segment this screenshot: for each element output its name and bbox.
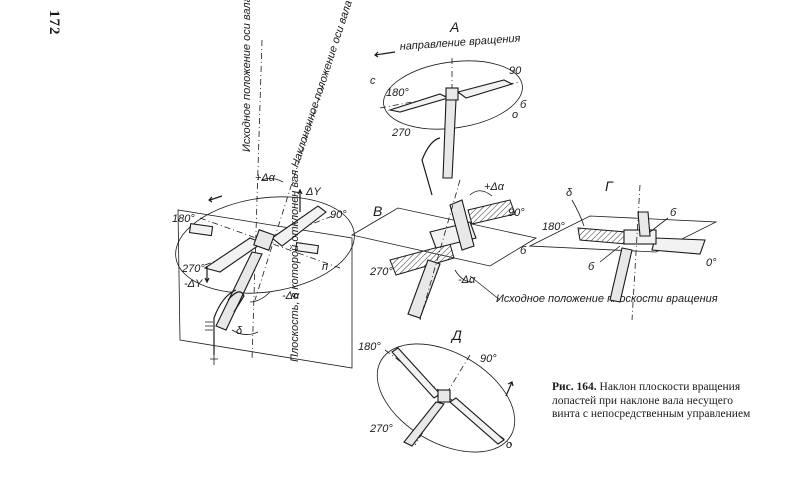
plus-da-arc (261, 178, 284, 183)
view-g (528, 184, 718, 321)
shaft-original-label: Исходное положение оси вала (241, 0, 253, 152)
view-v-upper-shaft (449, 199, 475, 251)
view-a-rotation-arrow (374, 51, 396, 58)
view-g-upper-shaft (637, 211, 651, 237)
ground-hatching (205, 321, 213, 331)
view-a-90: 90 (509, 65, 522, 77)
view-g-180: 180° (542, 221, 565, 233)
minus-da-arc (249, 291, 271, 303)
view-v-90: 90° (508, 207, 525, 219)
rotor-shaft (215, 251, 263, 331)
deg-270: 270° (181, 263, 205, 275)
caption-label: Рис. 164. (552, 381, 597, 393)
view-g-lower-shaft (609, 247, 633, 303)
view-d-rotation-arrow (505, 381, 514, 397)
view-v-leader (469, 275, 501, 301)
view-a-rotation-label: направление вращения (399, 33, 521, 53)
view-v-letter: В (373, 203, 382, 219)
blade-right (271, 205, 327, 247)
view-a-letter: А (449, 19, 459, 35)
view-a-disc (383, 60, 523, 130)
shaft-axis-original (251, 39, 263, 361)
view-a-shaft (442, 99, 457, 179)
minus-delta-y-arrow (204, 266, 210, 284)
view-v-arc-bottom (454, 269, 473, 283)
view-a-hub (445, 87, 459, 101)
view-a-linkage (421, 137, 441, 196)
view-d-hub (437, 389, 451, 403)
view-g-delta: δ (566, 187, 573, 199)
view-g-leader-1 (649, 217, 669, 233)
view-v-270: 270° (369, 266, 393, 278)
view-g-0: 0° (706, 257, 717, 269)
view-v-blade-left (389, 243, 455, 276)
view-v-axis (419, 179, 461, 321)
shaft-tilted-label: Наклоненное положение оси вала (289, 0, 354, 169)
shaft-axis-tilted (254, 84, 324, 301)
figure-caption: Рис. 164. Наклон плоскости вращения лопа… (552, 381, 752, 422)
view-d-disc (376, 343, 516, 453)
view-d-180: 180° (358, 341, 381, 353)
view-a-o: о (512, 109, 518, 121)
view-d-shaft (403, 401, 445, 447)
view-g-leader-2 (599, 245, 621, 263)
view-v-plane-label: Исходное положение плоскости вращения (496, 293, 718, 305)
view-a-270: 270 (391, 127, 411, 139)
letter-p: п (322, 261, 328, 273)
view-g-delta-arc (571, 199, 585, 227)
delta-y-arrow (297, 188, 303, 212)
view-g-b1: б (670, 207, 677, 219)
control-linkage (213, 289, 245, 355)
view-v-blade-right (467, 199, 516, 225)
view-g-axis (631, 184, 641, 321)
rotor-hub (253, 229, 275, 251)
view-g-b2: б (588, 261, 595, 273)
deg-90: 90° (330, 209, 347, 221)
rotation-arrow (208, 195, 223, 203)
minus-delta-y: -ΔY (184, 278, 203, 290)
minus-delta-alpha: -Δα (282, 290, 300, 302)
rotation-disc (175, 196, 355, 294)
view-v-lower-shaft (407, 259, 441, 319)
view-d-blade-upper (391, 347, 441, 399)
deg-180: 180° (172, 213, 195, 225)
view-v-arc-top (469, 190, 493, 197)
delta-letter: δ (236, 325, 243, 337)
view-d-blade-lower (449, 397, 505, 445)
view-a-180: 180° (386, 87, 409, 99)
view-a-c: с (370, 75, 376, 87)
view-d (376, 343, 516, 453)
blade-tip-p (294, 242, 320, 255)
view-a-blade-right (456, 79, 514, 99)
view-g-plane (528, 215, 718, 253)
blade-tip-180 (188, 223, 214, 237)
view-v-b: б (520, 245, 527, 257)
linkage-base (210, 355, 218, 365)
view-v (350, 179, 538, 321)
view-d-270: 270° (369, 423, 393, 435)
plane-label: Плоскость, в которой отклонен вал (289, 170, 301, 362)
view-g-blade-right (651, 237, 706, 255)
caption-text: Наклон плоскости вращения лопастей при н… (552, 381, 751, 420)
view-d-90: 90° (480, 353, 497, 365)
view-g-letter: Г (605, 178, 614, 194)
view-v-minus-da: -Δα (458, 274, 476, 286)
delta-angle-arc (231, 329, 259, 335)
view-a-b: б (520, 99, 527, 111)
delta-y-label: ΔY (305, 186, 321, 198)
view-g-blade-left (577, 227, 627, 245)
view-d-letter: Д (450, 327, 462, 343)
view-a (374, 51, 523, 196)
main-view (175, 39, 355, 369)
view-d-o: о (506, 439, 512, 451)
view-v-plus-da: +Δα (484, 181, 505, 193)
plus-delta-alpha: +Δα (255, 172, 276, 184)
